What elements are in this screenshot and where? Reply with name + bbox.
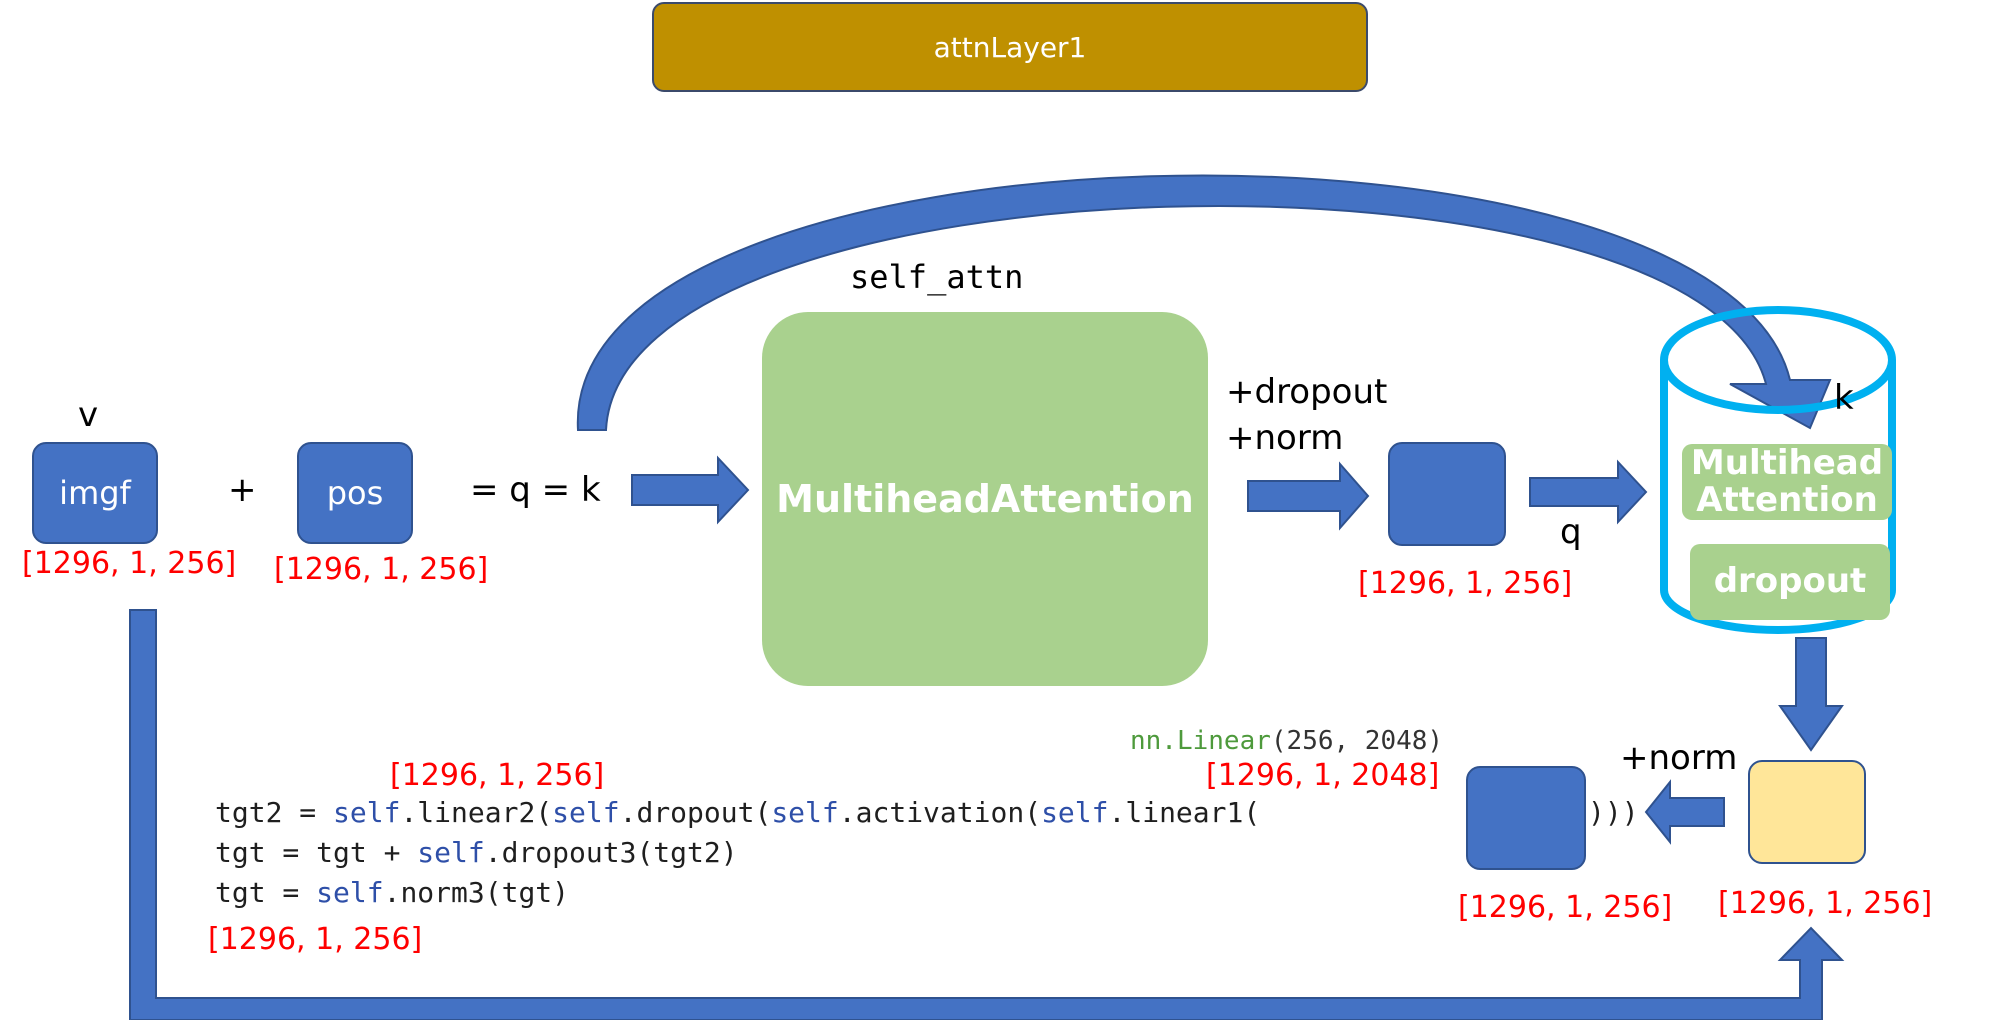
cylinder-dropout-label: dropout — [1713, 561, 1867, 602]
code-l2-a: tgt = tgt + — [215, 836, 418, 869]
q-label: q — [1560, 512, 1582, 552]
multihead-attention-label: MultiheadAttention — [776, 477, 1194, 521]
code-line-2: tgt = tgt + self.dropout3(tgt2) — [215, 836, 738, 869]
self-attn-label: self_attn — [850, 258, 1024, 296]
arrow-norm-left — [1644, 779, 1725, 845]
code-l3-self: self — [316, 876, 384, 909]
code-l1-self1: self — [333, 796, 401, 829]
imgf-box: imgf — [32, 442, 158, 544]
linear2-output-shape: [1296, 1, 256] — [390, 758, 605, 793]
arrow-to-mha — [631, 455, 750, 525]
v-label: v — [78, 395, 99, 435]
norm-output-box — [1748, 760, 1866, 864]
plus-sign: + — [228, 470, 257, 510]
cylinder-mha-label: Multihead Attention — [1690, 442, 1884, 520]
code-l1-self4: self — [1041, 796, 1109, 829]
cylinder-dropout-block: dropout — [1690, 544, 1890, 620]
code-l2-b: .dropout3(tgt2) — [484, 836, 738, 869]
bottom-norm-label: +norm — [1620, 738, 1738, 778]
code-l1-a: tgt2 = — [215, 796, 334, 829]
code-l1-self3: self — [771, 796, 839, 829]
code-l3-b: .norm3(tgt) — [383, 876, 570, 909]
nn-linear-name: nn.Linear — [1130, 726, 1271, 756]
code-l3-a: tgt = — [215, 876, 317, 909]
code-line-1-end: ))) — [1588, 796, 1639, 829]
norm-output-shape: [1296, 1, 256] — [1718, 886, 1933, 921]
residual-connection-arrow — [129, 609, 1845, 1020]
pos-label: pos — [326, 474, 384, 512]
pos-box: pos — [297, 442, 413, 544]
imgf-shape: [1296, 1, 256] — [22, 546, 237, 581]
final-output-shape: [1296, 1, 256] — [208, 922, 423, 957]
imgf-label: imgf — [59, 474, 131, 512]
arrow-to-cylinder — [1529, 459, 1648, 525]
nn-linear-args: (256, 2048) — [1270, 726, 1444, 756]
arrow-mha-out — [1247, 461, 1370, 531]
dropout-label: +dropout — [1226, 372, 1388, 412]
code-l1-d: .activation( — [838, 796, 1042, 829]
attention-output-shape: [1296, 1, 256] — [1358, 566, 1573, 601]
linear1-input-box — [1466, 766, 1586, 870]
code-line-3: tgt = self.norm3(tgt) — [215, 876, 569, 909]
pos-shape: [1296, 1, 256] — [274, 552, 489, 587]
norm-label: +norm — [1226, 418, 1344, 458]
arrow-cylinder-down — [1778, 637, 1844, 752]
multihead-attention-block: MultiheadAttention — [762, 312, 1208, 686]
code-l1-c: .dropout( — [619, 796, 772, 829]
code-l1-self2: self — [552, 796, 620, 829]
attention-output-box — [1388, 442, 1506, 546]
q-k-equation: = q = k — [470, 470, 601, 510]
k-label: k — [1834, 378, 1854, 418]
cylinder-mha-block: Multihead Attention — [1682, 444, 1892, 520]
linear1-output-shape: [1296, 1, 2048] — [1206, 758, 1440, 793]
code-l2-self: self — [417, 836, 485, 869]
code-line-1: tgt2 = self.linear2(self.dropout(self.ac… — [215, 796, 1260, 829]
code-l1-b: .linear2( — [400, 796, 553, 829]
nn-linear-annotation: nn.Linear(256, 2048) — [1130, 726, 1443, 756]
layer-title: attnLayer1 — [652, 2, 1368, 92]
linear1-input-shape: [1296, 1, 256] — [1458, 890, 1673, 925]
code-l1-e: .linear1( — [1108, 796, 1261, 829]
